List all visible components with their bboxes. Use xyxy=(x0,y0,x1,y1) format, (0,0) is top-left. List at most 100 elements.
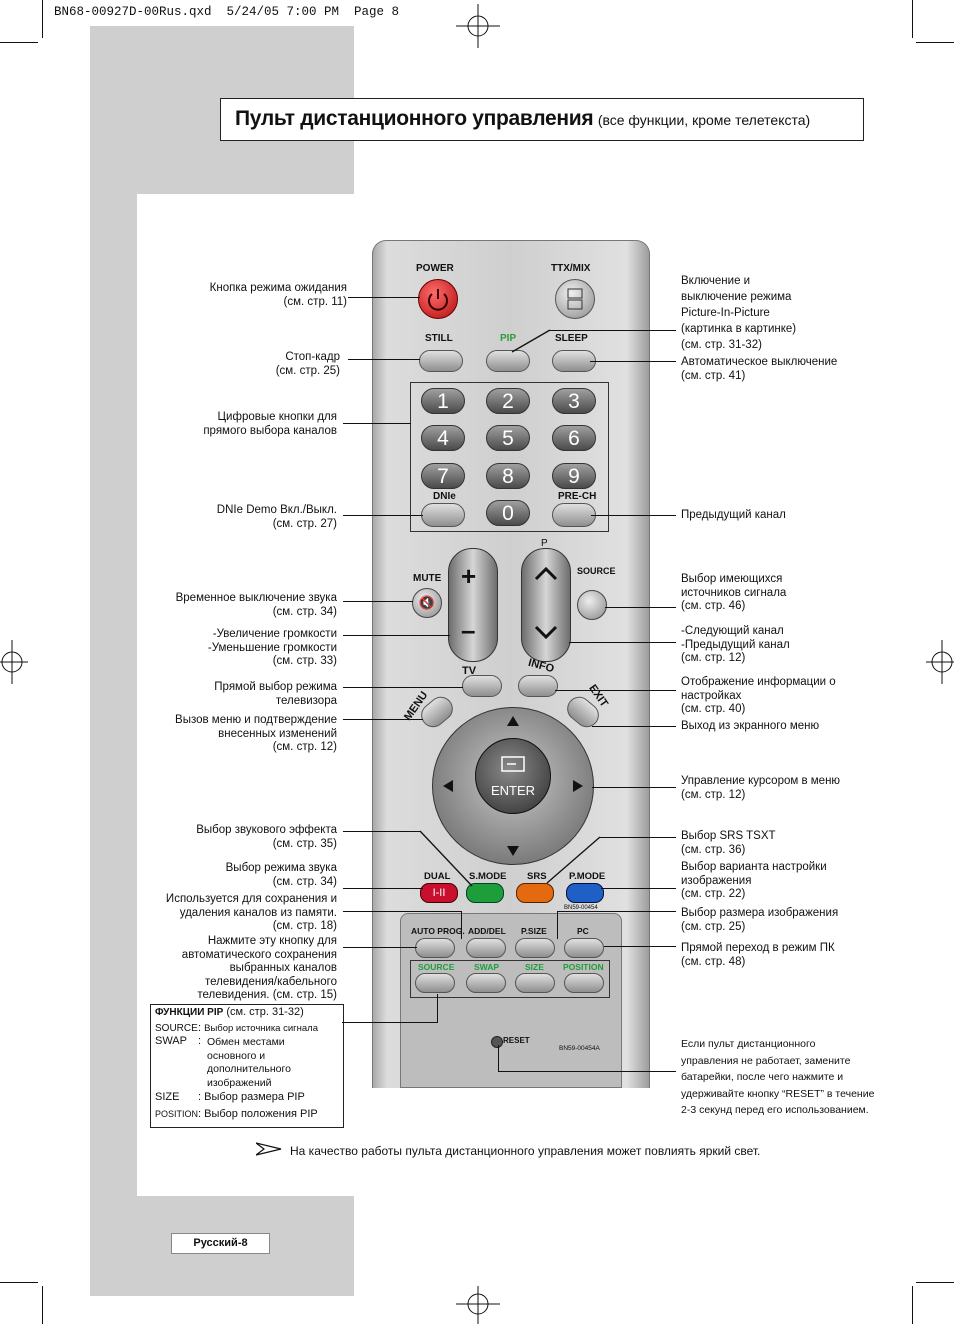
num-5-button[interactable]: 5 xyxy=(486,425,530,451)
leader-line xyxy=(343,635,450,637)
title-box: Пульт дистанционного управления (все фун… xyxy=(220,98,864,141)
prech-button[interactable] xyxy=(552,503,596,527)
dnie-button[interactable] xyxy=(421,503,465,527)
psize-button[interactable] xyxy=(515,938,555,958)
mute-icon: 🔇 xyxy=(418,595,436,610)
leader-line xyxy=(348,297,420,299)
pmode-label: P.MODE xyxy=(569,871,606,882)
power-icon xyxy=(428,289,448,311)
crop-mark xyxy=(912,0,914,38)
mute-button[interactable]: 🔇 xyxy=(412,588,442,618)
pc-label: PC xyxy=(577,926,589,936)
callout-smode: Выбор звукового эффекта (см. стр. 35) xyxy=(196,824,337,850)
note-arrow-icon xyxy=(256,1142,282,1156)
num-8-button[interactable]: 8 xyxy=(486,463,530,489)
pip-size-label: SIZE xyxy=(525,962,544,972)
enter-icon xyxy=(501,756,525,772)
callout-exit: Выход из экранного меню xyxy=(681,720,820,732)
callout-cursor: Управление курсором в меню (см. стр. 12) xyxy=(681,775,841,801)
volume-down-icon[interactable]: – xyxy=(461,615,476,645)
reset-button[interactable] xyxy=(491,1036,503,1048)
callout-info: Отображение информации о настройках (см.… xyxy=(681,676,836,715)
smode-label: S.MODE xyxy=(469,871,507,882)
power-button[interactable] xyxy=(418,279,458,319)
dual-button[interactable]: I-II xyxy=(420,883,458,903)
file-info: BN68-00927D-00Rus.qxd 5/24/05 7:00 PM Pa… xyxy=(54,5,400,19)
num-2-button[interactable]: 2 xyxy=(486,388,530,414)
ttx-mix-button[interactable] xyxy=(555,279,595,319)
registration-mark-bottom xyxy=(456,1286,500,1324)
num-9-button[interactable]: 9 xyxy=(552,463,596,489)
leader-line xyxy=(343,687,463,689)
leader-line xyxy=(557,911,676,913)
leader-line xyxy=(590,361,676,363)
leader-line xyxy=(605,607,676,609)
autoprog-button[interactable] xyxy=(415,938,455,958)
pip-row-desc: Выбор источника сигнала xyxy=(204,1023,318,1034)
callout-adddel: Используется для сохранения и удаления к… xyxy=(165,893,337,932)
pip-swap-label: SWAP xyxy=(474,962,500,972)
leader-line xyxy=(592,787,676,789)
callout-still: Стоп-кадр (см. стр. 25) xyxy=(275,351,340,377)
leader-line xyxy=(343,601,413,603)
pip-position-button[interactable] xyxy=(564,973,604,993)
volume-up-icon[interactable]: + xyxy=(461,561,477,591)
leader-line xyxy=(461,911,463,939)
leader-line xyxy=(498,1045,500,1072)
pip-position-label: POSITION xyxy=(563,962,604,972)
pip-button[interactable] xyxy=(486,350,530,372)
channel-rocker[interactable] xyxy=(521,548,571,662)
num-6-button[interactable]: 6 xyxy=(552,425,596,451)
leader-line xyxy=(342,1022,437,1024)
num-7-button[interactable]: 7 xyxy=(421,463,465,489)
model-label: BN59-00454A xyxy=(559,1045,600,1052)
leader-line xyxy=(549,330,676,332)
pip-row-sep: : xyxy=(198,1022,202,1034)
crop-mark xyxy=(0,1282,38,1284)
callout-standby: Кнопка режима ожидания (см. стр. 11) xyxy=(209,282,347,308)
enter-button[interactable]: ENTER xyxy=(475,738,551,814)
leader-line xyxy=(343,515,423,517)
pip-row-key: POSITION xyxy=(155,1109,199,1119)
pmode-button[interactable] xyxy=(566,883,604,903)
channel-arrows-icon xyxy=(534,566,558,640)
sleep-label: SLEEP xyxy=(555,333,588,344)
prech-label: PRE-CH xyxy=(558,491,597,502)
leader-line xyxy=(343,947,417,949)
srs-button[interactable] xyxy=(516,883,554,903)
dpad-arrows-icon xyxy=(443,716,583,856)
numpad-frame xyxy=(410,382,609,532)
smode-button[interactable] xyxy=(466,883,504,903)
tv-button[interactable] xyxy=(462,675,502,697)
still-button[interactable] xyxy=(419,350,463,372)
num-1-button[interactable]: 1 xyxy=(421,388,465,414)
num-4-button[interactable]: 4 xyxy=(421,425,465,451)
volume-rocker[interactable]: + – xyxy=(448,548,498,662)
callout-dual: Выбор режима звука (см. стр. 34) xyxy=(225,862,337,888)
num-0-button[interactable]: 0 xyxy=(486,500,530,526)
model-small-label: BN59-00454 xyxy=(564,905,598,911)
source-label: SOURCE xyxy=(577,566,616,576)
pip-box-ref: (см. стр. 31-32) xyxy=(226,1006,304,1018)
leader-line xyxy=(604,946,676,948)
note-text: На качество работы пульта дистанционного… xyxy=(290,1144,761,1158)
leader-line xyxy=(591,515,676,517)
adddel-button[interactable] xyxy=(466,938,506,958)
pip-box-row: SOURCE: Выбор источника сигнала xyxy=(155,1022,318,1034)
pc-button[interactable] xyxy=(564,938,604,958)
registration-mark-top xyxy=(456,4,500,48)
pip-source-button[interactable] xyxy=(415,973,455,993)
leader-line-diagonal xyxy=(511,329,551,353)
pip-row-desc: Выбор размера PIP xyxy=(204,1091,305,1103)
callout-mute: Временное выключение звука (см. стр. 34) xyxy=(175,592,337,618)
pip-size-button[interactable] xyxy=(515,973,555,993)
pip-swap-button[interactable] xyxy=(466,973,506,993)
mute-label: MUTE xyxy=(413,573,442,584)
info-button[interactable] xyxy=(518,675,558,697)
source-button[interactable] xyxy=(577,590,607,620)
tv-label: TV xyxy=(462,665,477,677)
crop-mark xyxy=(42,0,44,38)
callout-autoprog: Нажмите эту кнопку для автоматического с… xyxy=(181,935,337,1001)
callout-pmode: Выбор варианта настройки изображения (см… xyxy=(681,861,827,900)
num-3-button[interactable]: 3 xyxy=(552,388,596,414)
